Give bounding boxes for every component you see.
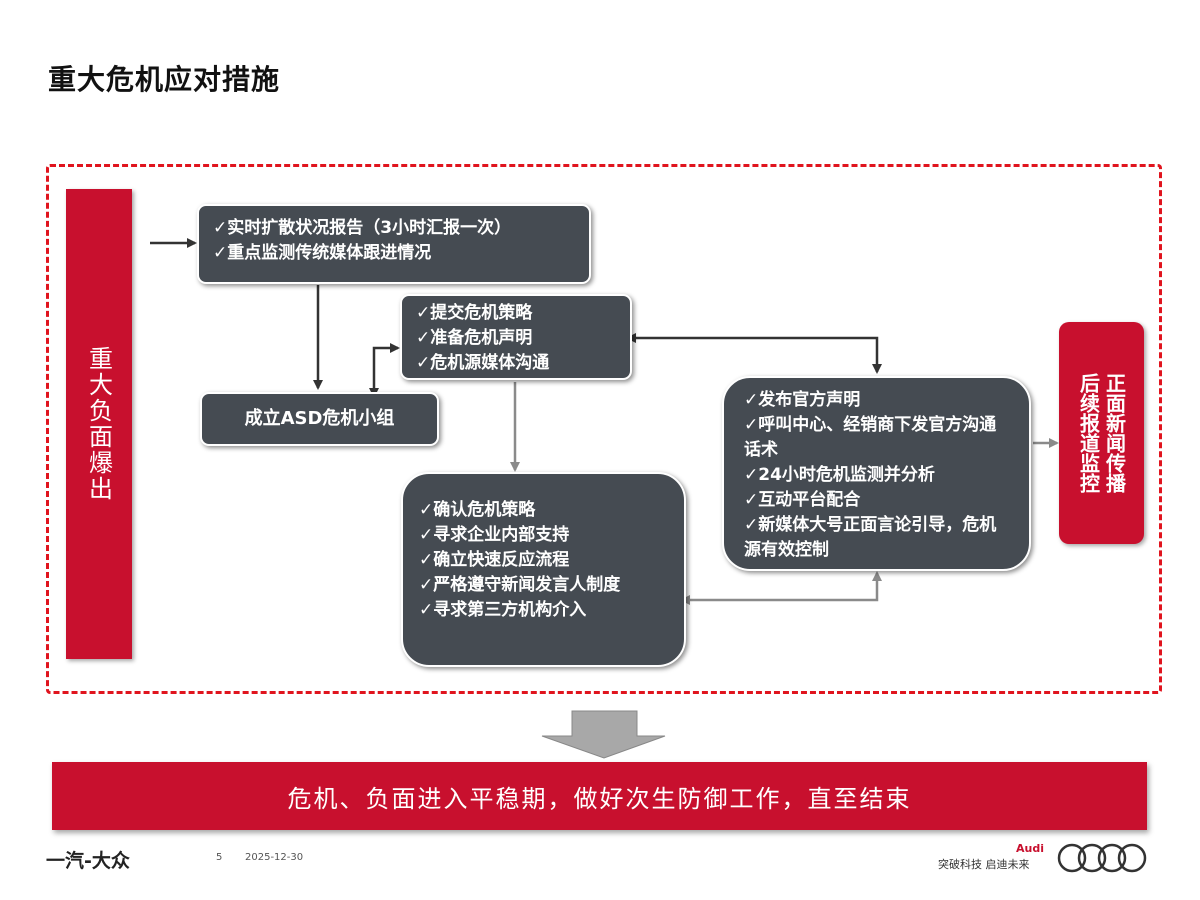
report-item: ✓重点监测传统媒体跟进情况 (213, 243, 432, 263)
strategy-item: ✓准备危机声明 (416, 328, 533, 348)
publish-box: ✓发布官方声明 ✓呼叫中心、经销商下发官方沟通话术 ✓24小时危机监测并分析 ✓… (722, 376, 1031, 571)
arrow-confirm-to-publish (680, 571, 882, 605)
dashed-frame (46, 164, 1162, 694)
confirm-item: ✓严格遵守新闻发言人制度 (419, 575, 621, 595)
arrow-strategy-to-publish (626, 333, 882, 374)
brand-block: Audi 突破科技 启迪未来 (938, 842, 1148, 874)
report-box: ✓实时扩散状况报告（3小时汇报一次） ✓重点监测传统媒体跟进情况 (197, 204, 591, 284)
down-arrow-shape (541, 710, 666, 759)
conclusion-text: 危机、负面进入平稳期，做好次生防御工作，直至结束 (287, 784, 912, 813)
asd-team-box: 成立ASD危机小组 (200, 392, 439, 446)
trigger-bar: 重大负面爆出 (66, 189, 132, 659)
confirm-item: ✓确认危机策略 (419, 500, 536, 520)
slide-date: 2025-12-30 (245, 852, 304, 863)
publish-item: ✓24小时危机监测并分析 (744, 465, 935, 485)
confirm-item: ✓确立快速反应流程 (419, 550, 570, 570)
page-title: 重大危机应对措施 (48, 63, 281, 96)
strategy-item: ✓提交危机策略 (416, 303, 533, 323)
followup-bar: 正面新闻传播后续报道监控 (1059, 322, 1144, 544)
asd-team-label: 成立ASD危机小组 (244, 408, 395, 429)
confirm-box: ✓确认危机策略 ✓寻求企业内部支持 ✓确立快速反应流程 ✓严格遵守新闻发言人制度… (401, 472, 686, 667)
page-number: 5 (216, 852, 223, 863)
followup-label: 正面新闻传播后续报道监控 (1076, 373, 1127, 493)
report-item: ✓实时扩散状况报告（3小时汇报一次） (213, 218, 512, 238)
confirm-item: ✓寻求第三方机构介入 (419, 600, 587, 620)
strategy-box: ✓提交危机策略 ✓准备危机声明 ✓危机源媒体沟通 (400, 294, 632, 380)
publish-item: ✓呼叫中心、经销商下发官方沟通话术 (744, 415, 997, 460)
strategy-item: ✓危机源媒体沟通 (416, 353, 550, 373)
conclusion-banner: 危机、负面进入平稳期，做好次生防御工作，直至结束 (52, 762, 1147, 830)
publish-item: ✓互动平台配合 (744, 490, 861, 510)
brand-slogan: 突破科技 启迪未来 (938, 858, 1030, 871)
confirm-item: ✓寻求企业内部支持 (419, 525, 570, 545)
company-logo: 一汽-大众 (46, 850, 130, 872)
audi-rings-logo (1057, 843, 1147, 873)
arrow-asd-to-strategy (369, 343, 400, 398)
publish-item: ✓新媒体大号正面言论引导，危机源有效控制 (744, 515, 997, 560)
trigger-label: 重大负面爆出 (84, 346, 113, 502)
brand-name: Audi (1016, 842, 1044, 855)
publish-item: ✓发布官方声明 (744, 390, 861, 410)
